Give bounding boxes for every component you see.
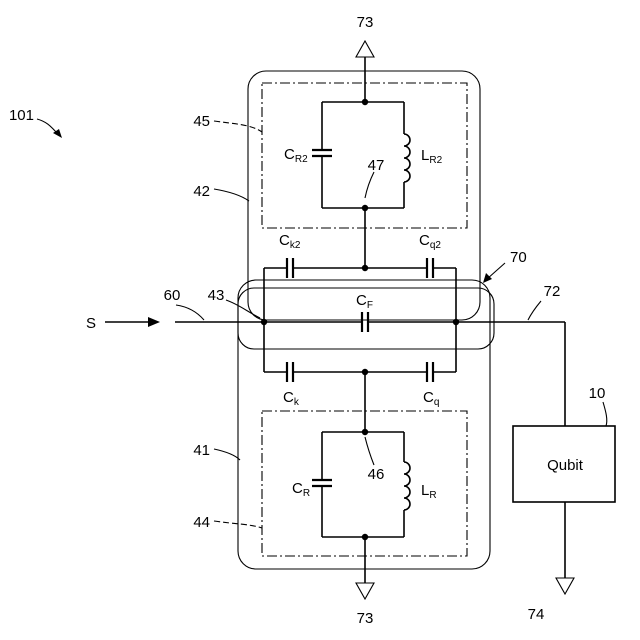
ground-symbol-top <box>356 41 374 57</box>
label-73-bottom: 73 <box>357 610 374 627</box>
upper-coupling-row <box>264 258 456 372</box>
lower-block-outline <box>238 280 490 569</box>
label-41: 41 <box>193 442 210 459</box>
label-60: 60 <box>164 287 181 304</box>
label-70: 70 <box>510 249 527 266</box>
label-cr: CR <box>292 480 310 499</box>
label-ck: Ck <box>283 389 300 408</box>
lower-coupling-row <box>264 362 456 382</box>
ground-symbol-bottom <box>356 583 374 599</box>
label-74: 74 <box>528 606 545 623</box>
label-72: 72 <box>544 283 561 300</box>
label-47: 47 <box>368 157 385 174</box>
label-lr2: LR2 <box>421 147 443 166</box>
node-output-dot <box>453 319 459 325</box>
junction-dot <box>362 99 368 105</box>
ground-symbol-qubit <box>556 578 574 594</box>
label-cq: Cq <box>423 389 439 408</box>
label-10: 10 <box>589 385 606 402</box>
label-46: 46 <box>368 466 385 483</box>
main-signal-line <box>175 312 565 426</box>
upper-block-outline <box>248 71 480 320</box>
label-43: 43 <box>208 287 225 304</box>
label-44: 44 <box>193 514 210 531</box>
label-73-top: 73 <box>357 14 374 31</box>
label-ck2: Ck2 <box>279 232 301 251</box>
label-lr: LR <box>421 482 437 501</box>
junction-dot <box>362 429 368 435</box>
label-cf: CF <box>356 292 373 311</box>
qubit-label: Qubit <box>547 457 584 474</box>
label-45: 45 <box>193 113 210 130</box>
node-input-dot <box>261 319 267 325</box>
lower-lc-resonator <box>312 432 410 537</box>
label-signal-s: S <box>86 315 96 332</box>
label-42: 42 <box>193 183 210 200</box>
label-cq2: Cq2 <box>419 232 441 251</box>
upper-lc-resonator <box>312 102 410 208</box>
signal-arrowhead <box>148 317 160 327</box>
label-101: 101 <box>9 107 34 124</box>
label-cr2: CR2 <box>284 146 308 165</box>
